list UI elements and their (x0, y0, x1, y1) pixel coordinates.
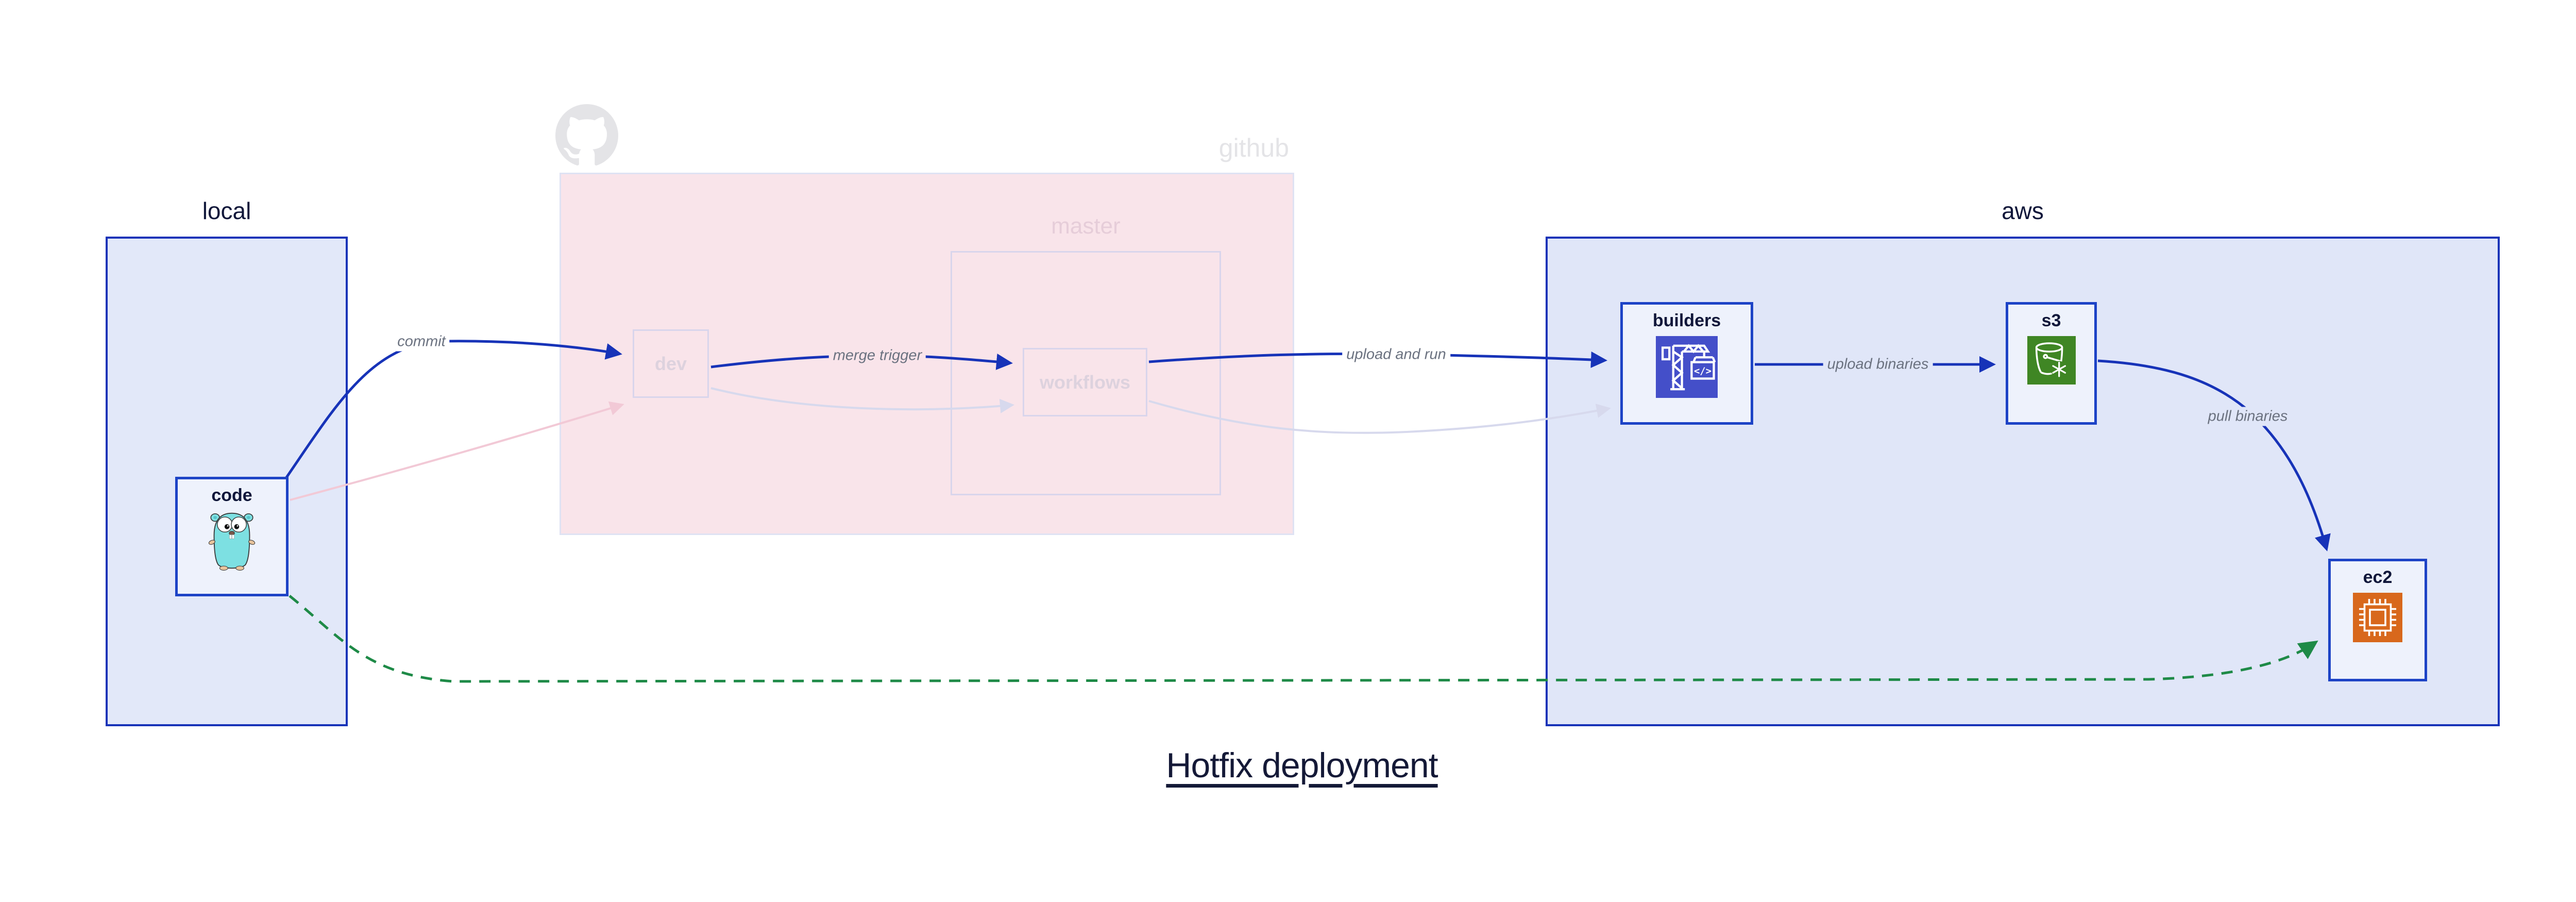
edge-upload-and-run-label: upload and run (1342, 345, 1450, 364)
group-master (951, 251, 1221, 495)
node-dev: dev (633, 329, 709, 398)
edge-upload-binaries-label: upload binaries (1823, 355, 1933, 374)
node-code-label: code (211, 486, 252, 505)
group-local-label: local (202, 197, 251, 224)
edge-merge-trigger-label: merge trigger (828, 346, 926, 365)
s3-bucket-snowflake-icon (2027, 336, 2076, 385)
edge-commit-label: commit (393, 332, 450, 352)
group-github-label: github (1218, 133, 1289, 162)
diagram-title: Hotfix deployment (1166, 746, 1438, 785)
node-workflows-label: workflows (1039, 371, 1131, 393)
group-aws-label: aws (2002, 197, 2044, 224)
group-master-label: master (1051, 213, 1121, 239)
codebuild-crane-icon: </> (1656, 336, 1718, 398)
node-s3-label: s3 (2041, 311, 2061, 330)
cpu-chip-icon (2353, 593, 2402, 642)
node-dev-label: dev (654, 353, 687, 374)
github-octocat-icon (555, 104, 618, 165)
node-code: code (175, 477, 289, 596)
go-gopher-icon (208, 512, 256, 571)
node-ec2-label: ec2 (2363, 567, 2393, 587)
node-s3: s3 (2006, 302, 2097, 425)
node-workflows: workflows (1023, 348, 1147, 416)
svg-text:</>: </> (1694, 366, 1711, 377)
node-builders-label: builders (1652, 311, 1721, 330)
edge-pull-binaries-label: pull binaries (2204, 407, 2292, 426)
node-ec2: ec2 (2328, 559, 2427, 681)
node-builders: builders </> (1620, 302, 1753, 425)
